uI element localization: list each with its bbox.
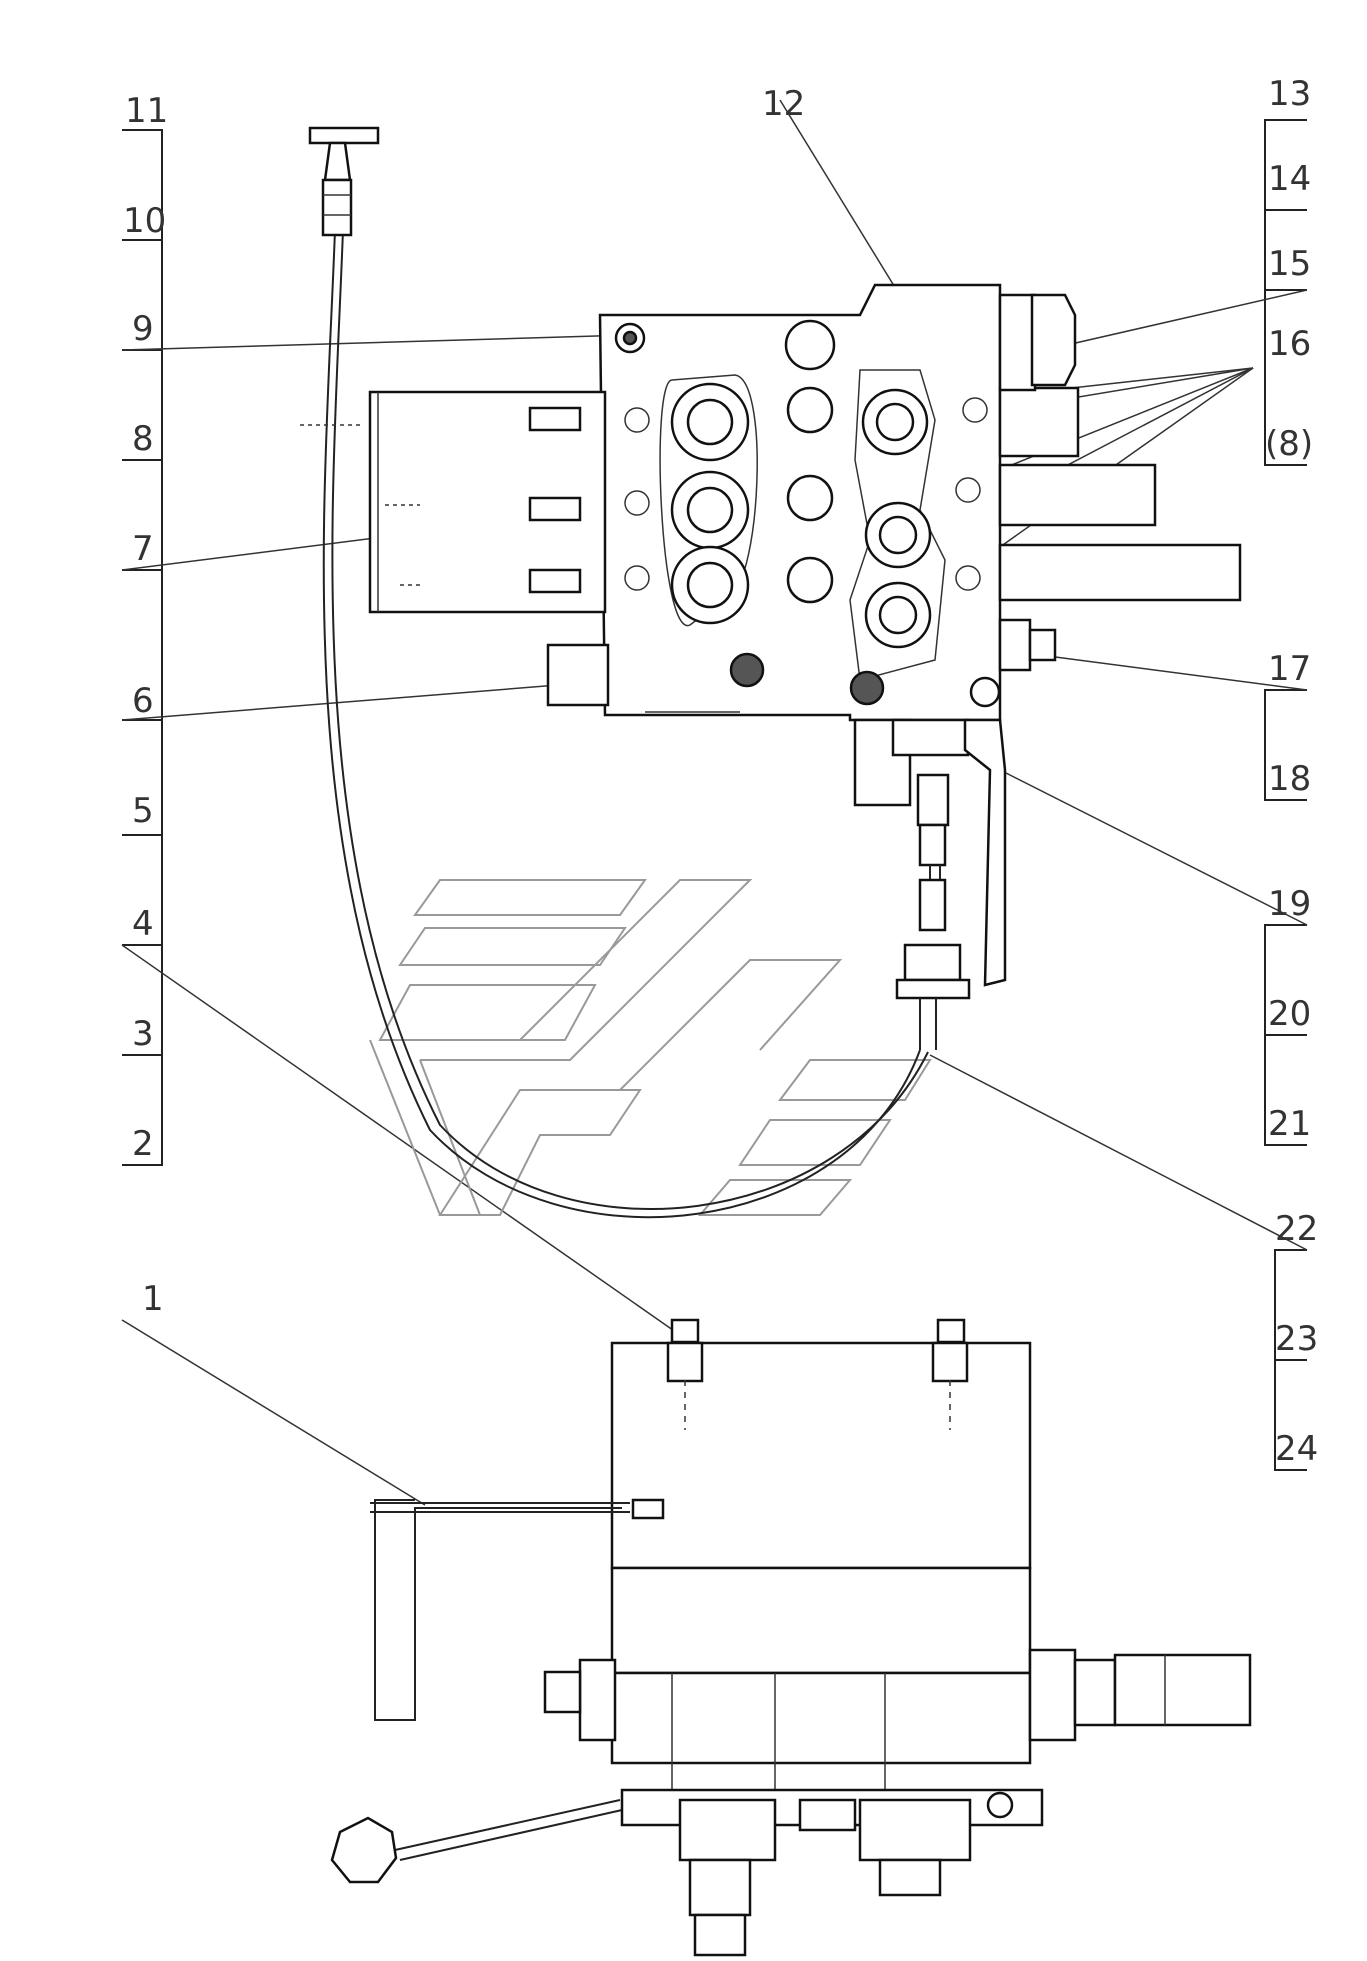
callout-24: 24 — [1275, 1429, 1318, 1469]
callout-21: 21 — [1268, 1104, 1311, 1144]
pump-assembly — [330, 1318, 1252, 1957]
lower-housing — [610, 1566, 1032, 1675]
callout-12: 12 — [762, 84, 805, 124]
callout-2: 2 — [132, 1124, 154, 1164]
control-cable — [308, 126, 929, 1219]
callout-22: 22 — [1275, 1209, 1318, 1249]
relief-valve-nut — [1030, 293, 1077, 387]
callout-5: 5 — [132, 791, 154, 831]
callout-8: 8 — [132, 419, 154, 459]
callout-3: 3 — [132, 1014, 154, 1054]
left-callout-column: 11 10 9 8 7 6 5 4 3 2 1 12 — [122, 84, 805, 1319]
cable-knob — [308, 126, 380, 145]
callout-18: 18 — [1268, 759, 1311, 799]
callout-10: 10 — [123, 201, 166, 241]
right-callout-column: 13 14 15 16 (8) 17 18 19 20 21 22 23 24 — [1264, 74, 1318, 1471]
watermark-logo — [369, 879, 932, 1216]
handle-knob — [330, 1816, 398, 1884]
callout-9: 9 — [132, 309, 154, 349]
callout-16: 16 — [1268, 324, 1311, 364]
bolt-6 — [729, 652, 765, 688]
callout-4: 4 — [132, 904, 154, 944]
cable-nut — [321, 178, 353, 237]
callout-15: 15 — [1268, 244, 1311, 284]
callout-8-alt: (8) — [1265, 424, 1313, 464]
leader-lines — [121, 99, 1308, 1506]
callout-13: 13 — [1268, 74, 1311, 114]
callout-19: 19 — [1268, 884, 1311, 924]
callout-1: 1 — [142, 1279, 164, 1319]
callout-14: 14 — [1268, 159, 1311, 199]
callout-6: 6 — [132, 681, 154, 721]
control-valve-top — [300, 283, 1242, 1050]
callout-20: 20 — [1268, 994, 1311, 1034]
callout-11: 11 — [125, 91, 168, 131]
callout-23: 23 — [1275, 1319, 1318, 1359]
callout-17: 17 — [1268, 649, 1311, 689]
callout-7: 7 — [132, 529, 154, 569]
